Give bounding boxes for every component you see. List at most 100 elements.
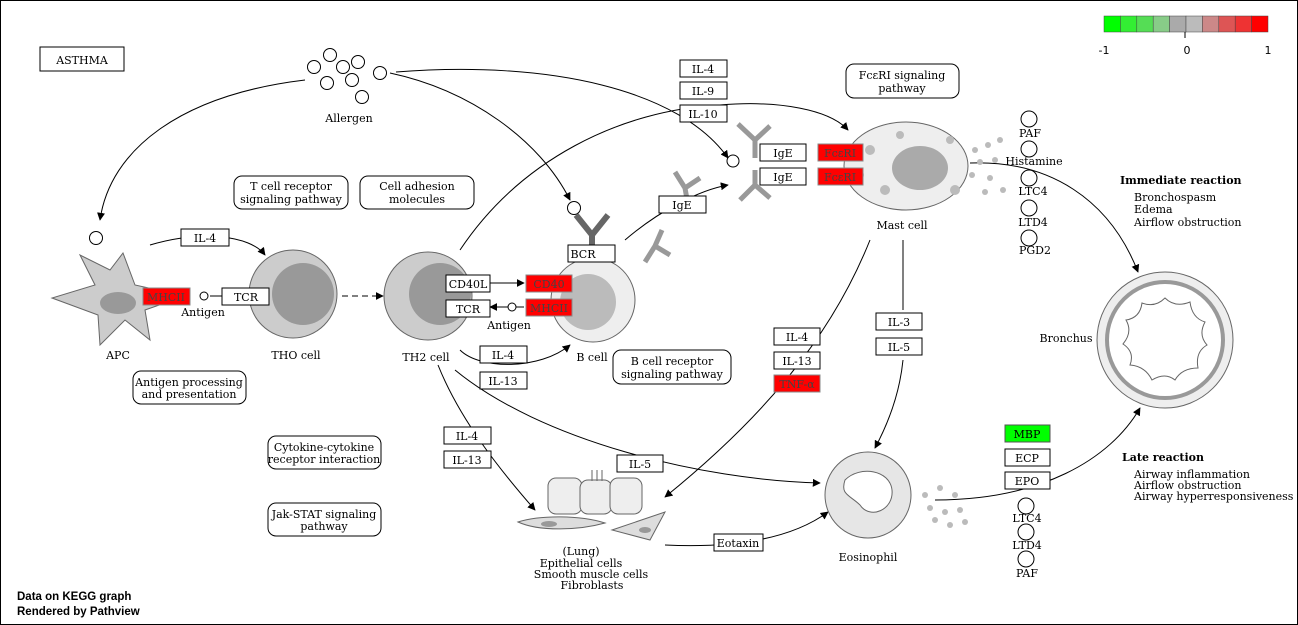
gene-il10[interactable]: IL-10 xyxy=(679,104,728,123)
svg-text:Cell adhesion: Cell adhesion xyxy=(379,180,455,193)
immediate-reaction-2: Edema xyxy=(1134,203,1173,216)
svg-text:and presentation: and presentation xyxy=(142,388,237,401)
eosinophil-label: Eosinophil xyxy=(839,551,898,564)
legend-color-cell xyxy=(1234,15,1252,33)
gene-il4-mast[interactable]: IL-4 xyxy=(773,327,821,346)
pathway-cell-adhesion[interactable]: Cell adhesion molecules xyxy=(359,175,475,210)
legend-tick-min: -1 xyxy=(1099,44,1110,57)
svg-text:IL-9: IL-9 xyxy=(692,85,714,98)
immediate-reaction: Immediate reaction Bronchospasm Edema Ai… xyxy=(1120,174,1242,229)
gene-tcr-th2[interactable]: TCR xyxy=(445,299,491,318)
gene-epo[interactable]: EPO xyxy=(1004,471,1051,490)
svg-text:IL-10: IL-10 xyxy=(688,108,717,121)
mast-cell: Mast cell xyxy=(843,121,969,232)
gene-il4-lung[interactable]: IL-4 xyxy=(443,426,492,445)
legend-tick-max: 1 xyxy=(1265,44,1272,57)
gene-ige-2[interactable]: IgE xyxy=(759,167,807,186)
gene-il5-eos[interactable]: IL-5 xyxy=(616,454,664,473)
legend-color-cell xyxy=(1218,15,1236,33)
mediator-eos-paf: PAF xyxy=(1016,567,1038,580)
gene-il4-apc[interactable]: IL-4 xyxy=(180,228,230,247)
gene-il13-th2[interactable]: IL-13 xyxy=(479,371,528,390)
gene-il4-th2[interactable]: IL-4 xyxy=(479,345,528,364)
gene-fceri-2[interactable]: FcεRI xyxy=(817,167,864,186)
gene-il4-top[interactable]: IL-4 xyxy=(679,59,728,78)
immediate-reaction-1: Bronchospasm xyxy=(1134,191,1217,204)
allergen-label: Allergen xyxy=(324,112,372,125)
svg-text:CD40L: CD40L xyxy=(449,278,488,291)
footer-data-source: Data on KEGG graph xyxy=(17,591,132,603)
gene-il3[interactable]: IL-3 xyxy=(875,312,923,331)
svg-text:IL-5: IL-5 xyxy=(629,458,651,471)
svg-text:IL-13: IL-13 xyxy=(488,375,517,388)
immediate-reaction-title: Immediate reaction xyxy=(1120,174,1242,187)
svg-text:IgE: IgE xyxy=(672,199,691,212)
svg-text:molecules: molecules xyxy=(389,193,445,206)
svg-text:Antigen processing: Antigen processing xyxy=(134,376,243,389)
gene-cd40l[interactable]: CD40L xyxy=(445,274,491,293)
gene-tnfa[interactable]: TNF-α xyxy=(773,374,821,393)
svg-text:ECP: ECP xyxy=(1015,452,1039,465)
mediator-eos-ltd4: LTD4 xyxy=(1012,539,1042,552)
bronchus: Bronchus xyxy=(1039,271,1234,409)
gene-mhcii-bcell[interactable]: MHCII xyxy=(525,298,573,317)
mast-cell-label: Mast cell xyxy=(876,219,928,232)
svg-text:Jak-STAT signaling: Jak-STAT signaling xyxy=(271,508,377,521)
gene-mhcii-apc[interactable]: MHCII xyxy=(142,287,191,306)
mediator-ltd4: LTD4 xyxy=(1018,216,1048,229)
legend-color-cell xyxy=(1251,15,1269,33)
gene-ige-mid[interactable]: IgE xyxy=(658,195,707,214)
gene-bcr[interactable]: BCR xyxy=(567,244,616,263)
svg-text:IL-4: IL-4 xyxy=(786,331,808,344)
pathway-cytokine-receptor[interactable]: Cytokine-cytokine receptor interaction xyxy=(267,435,382,470)
pathway-title-box: ASTHMA xyxy=(39,46,125,72)
gene-cd40[interactable]: CD40 xyxy=(525,274,573,293)
gene-il9[interactable]: IL-9 xyxy=(679,81,728,100)
legend-color-cell xyxy=(1120,15,1138,33)
svg-text:FcεRI signaling: FcεRI signaling xyxy=(859,69,946,82)
svg-text:signaling pathway: signaling pathway xyxy=(621,368,724,381)
bronchus-label: Bronchus xyxy=(1039,332,1092,345)
svg-text:pathway: pathway xyxy=(300,520,348,533)
gene-mbp[interactable]: MBP xyxy=(1004,424,1051,443)
svg-text:FcεRI: FcεRI xyxy=(824,147,856,160)
svg-text:IL-4: IL-4 xyxy=(456,430,478,443)
lung-tissue: (Lung) Epithelial cells Smooth muscle ce… xyxy=(516,470,667,592)
pathway-fceri-signaling[interactable]: FcεRI signaling pathway xyxy=(845,63,960,99)
svg-text:Eotaxin: Eotaxin xyxy=(717,537,759,550)
mast-granules xyxy=(969,137,1006,195)
gene-il13-lung[interactable]: IL-13 xyxy=(443,450,492,469)
gene-il13-mast[interactable]: IL-13 xyxy=(773,351,821,370)
gene-ige-1[interactable]: IgE xyxy=(759,143,807,162)
legend-color-cell xyxy=(1185,15,1203,33)
pathway-antigen-processing[interactable]: Antigen processing and presentation xyxy=(132,370,247,405)
late-reaction-1: Airway inflammation xyxy=(1133,468,1250,481)
svg-text:pathway: pathway xyxy=(878,82,926,95)
gene-ecp[interactable]: ECP xyxy=(1004,448,1051,467)
gene-il5-mast[interactable]: IL-5 xyxy=(875,337,923,356)
pathway-jak-stat[interactable]: Jak-STAT signaling pathway xyxy=(267,502,382,537)
legend-color-cell xyxy=(1136,15,1154,33)
gene-fceri-1[interactable]: FcεRI xyxy=(817,143,864,162)
eosinophil-cell: Eosinophil xyxy=(824,451,912,564)
lung-label-1: (Lung) xyxy=(562,545,599,558)
footer-renderer: Rendered by Pathview xyxy=(17,606,140,618)
svg-text:signaling pathway: signaling pathway xyxy=(240,193,343,206)
late-reaction-title: Late reaction xyxy=(1122,451,1204,464)
svg-text:IL-4: IL-4 xyxy=(492,349,514,362)
mediator-pgd2: PGD2 xyxy=(1019,244,1051,257)
svg-text:IL-13: IL-13 xyxy=(452,454,481,467)
pathway-bcr-signaling[interactable]: B cell receptor signaling pathway xyxy=(612,349,732,385)
b-cell-label: B cell xyxy=(576,351,608,364)
late-reaction-3: Airway hyperresponsiveness xyxy=(1133,490,1294,503)
th2-label: TH2 cell xyxy=(402,351,450,364)
gene-eotaxin[interactable]: Eotaxin xyxy=(713,533,764,552)
svg-text:MHCII: MHCII xyxy=(530,302,568,315)
antigen-label-apc: Antigen xyxy=(180,306,225,319)
gene-tcr-th0[interactable]: TCR xyxy=(221,287,270,306)
pathway-tcr-signaling[interactable]: T cell receptor signaling pathway xyxy=(233,175,349,210)
late-reaction-2: Airflow obstruction xyxy=(1133,479,1241,492)
svg-text:TNF-α: TNF-α xyxy=(779,378,815,391)
apc-cell: APC xyxy=(50,251,187,362)
eosinophil-granules xyxy=(922,485,968,528)
